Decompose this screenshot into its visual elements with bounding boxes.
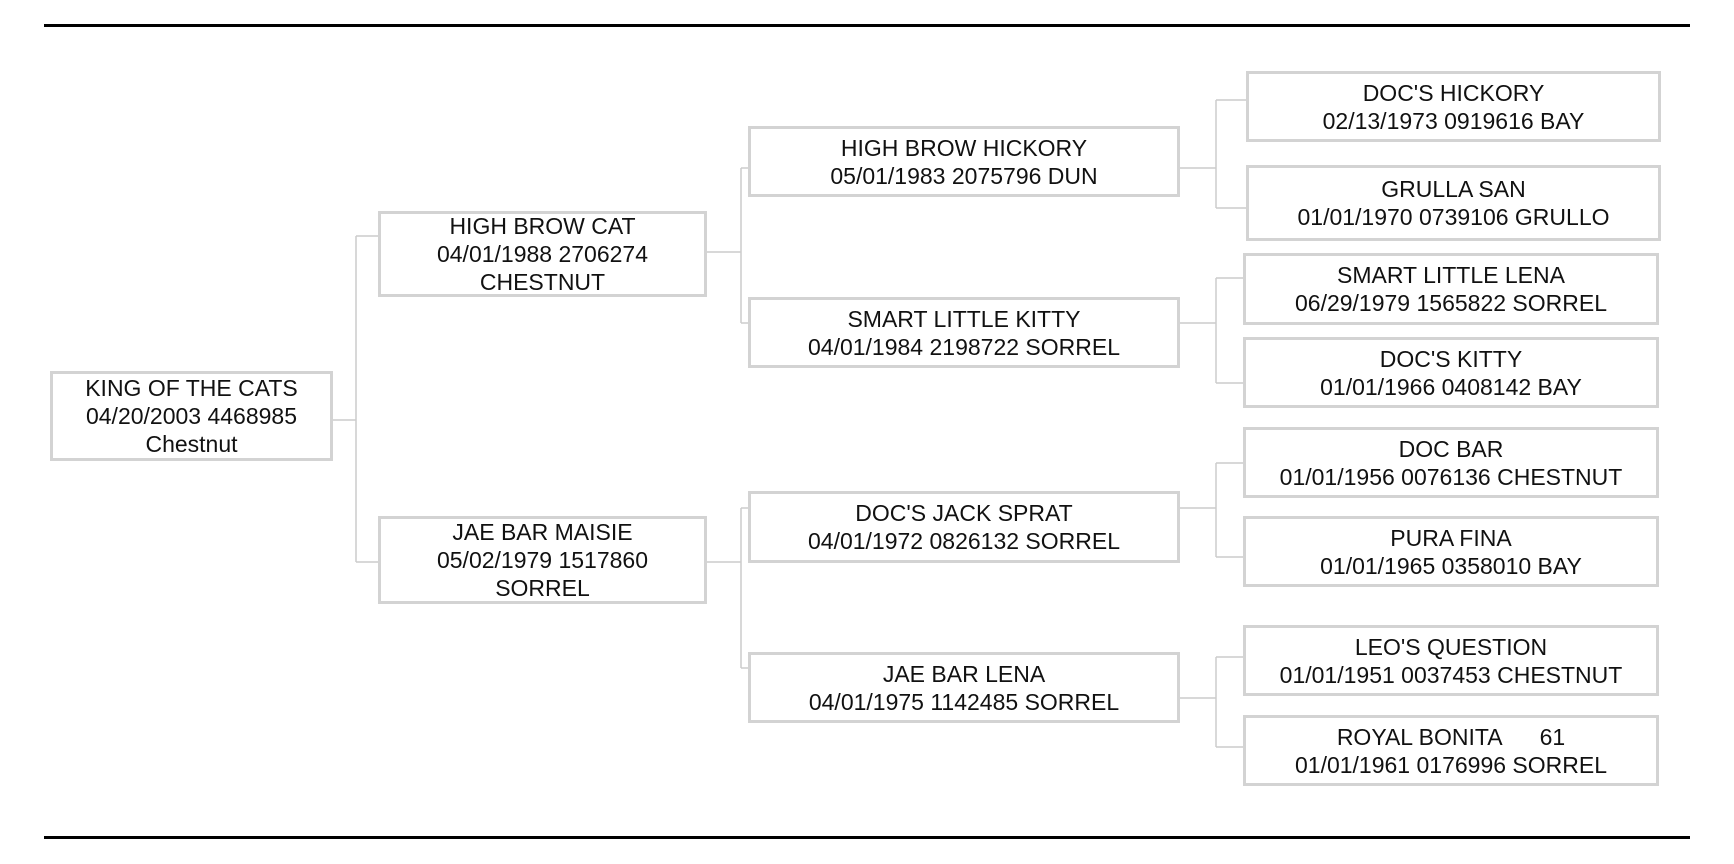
horse-name: HIGH BROW CAT [449,213,636,239]
horse-details: 04/01/1975 1142485 SORREL [808,688,1120,715]
horse-details: 01/01/1965 0358010 BAY [1320,552,1582,579]
pedigree-box-sire: HIGH BROW CAT 04/01/1988 2706274 CHESTNU… [378,211,707,297]
horse-name: DOC'S KITTY [1379,345,1523,372]
horse-name: JAE BAR LENA [882,660,1046,687]
horse-details: 01/01/1961 0176996 SORREL [1294,751,1608,778]
horse-details: 05/02/1979 1517860 [436,547,649,573]
horse-details: 04/01/1972 0826132 SORREL [807,528,1121,554]
pedigree-box-sire-dam: SMART LITTLE KITTY 04/01/1984 2198722 SO… [748,297,1180,368]
horse-color: SORREL [495,575,590,601]
horse-name: KING OF THE CATS [85,375,298,401]
horse-name: JAE BAR MAISIE [452,519,633,545]
pedigree-box-dam-sire: DOC'S JACK SPRAT 04/01/1972 0826132 SORR… [748,491,1180,563]
pedigree-box-dam: JAE BAR MAISIE 05/02/1979 1517860 SORREL [378,516,707,604]
pedigree-box-sire-sire: HIGH BROW HICKORY 05/01/1983 2075796 DUN [748,126,1180,197]
horse-color: CHESTNUT [479,269,606,295]
pedigree-box-ggp1: DOC'S HICKORY 02/13/1973 0919616 BAY [1246,71,1661,142]
horse-details: 04/01/1984 2198722 SORREL [807,333,1121,360]
horse-name: DOC BAR [1398,435,1504,462]
horse-details: 05/01/1983 2075796 DUN [830,162,1098,189]
horse-name: ROYAL BONITA 61 [1336,723,1566,750]
pedigree-box-subject: KING OF THE CATS 04/20/2003 4468985 Ches… [50,371,333,461]
horse-name: SMART LITTLE KITTY [847,305,1081,332]
pedigree-box-ggp7: LEO'S QUESTION 01/01/1951 0037453 CHESTN… [1243,625,1659,696]
horse-details: 04/01/1988 2706274 [436,241,649,267]
bottom-rule [44,836,1690,839]
horse-name: SMART LITTLE LENA [1337,262,1565,288]
horse-details: 02/13/1973 0919616 BAY [1322,107,1585,134]
pedigree-box-ggp8: ROYAL BONITA 61 01/01/1961 0176996 SORRE… [1243,715,1659,786]
horse-details: 01/01/1966 0408142 BAY [1320,373,1582,400]
horse-details: 01/01/1970 0739106 GRULLO [1297,204,1610,230]
horse-name: LEO'S QUESTION [1354,633,1548,660]
horse-color: Chestnut [145,431,238,457]
pedigree-box-ggp4: DOC'S KITTY 01/01/1966 0408142 BAY [1243,337,1659,408]
horse-name: DOC'S JACK SPRAT [855,500,1073,526]
pedigree-box-ggp3: SMART LITTLE LENA 06/29/1979 1565822 SOR… [1243,253,1659,325]
pedigree-box-ggp6: PURA FINA 01/01/1965 0358010 BAY [1243,516,1659,587]
pedigree-box-ggp5: DOC BAR 01/01/1956 0076136 CHESTNUT [1243,427,1659,498]
horse-name: GRULLA SAN [1381,176,1526,202]
top-rule [44,24,1690,27]
horse-name: PURA FINA [1390,524,1512,551]
horse-details: 04/20/2003 4468985 [85,403,298,429]
horse-details: 06/29/1979 1565822 SORREL [1294,290,1608,316]
horse-details: 01/01/1951 0037453 CHESTNUT [1279,661,1623,688]
pedigree-box-dam-dam: JAE BAR LENA 04/01/1975 1142485 SORREL [748,652,1180,723]
horse-name: HIGH BROW HICKORY [840,134,1088,161]
pedigree-box-ggp2: GRULLA SAN 01/01/1970 0739106 GRULLO [1246,165,1661,241]
horse-name: DOC'S HICKORY [1362,79,1545,106]
horse-details: 01/01/1956 0076136 CHESTNUT [1279,463,1623,490]
